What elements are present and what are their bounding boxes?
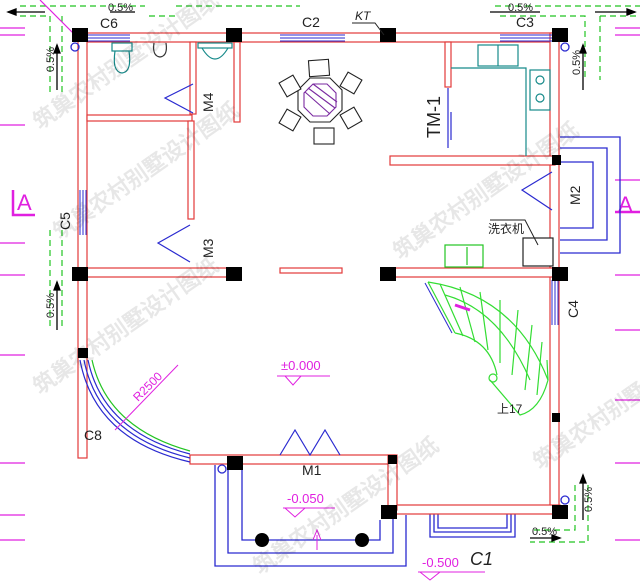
slope-label-right-upper: 0.5% (571, 50, 583, 75)
section-mark-left (11, 190, 35, 217)
door-label-m3: M3 (200, 238, 216, 258)
section-label-left: A (17, 190, 32, 215)
window-label-c1: C1 (470, 549, 493, 569)
kt-label: KT (355, 9, 372, 23)
curved-window-c8 (79, 359, 191, 463)
axis-ticks (0, 0, 640, 541)
section-label-right: A (618, 192, 633, 217)
downspouts (70, 42, 570, 505)
window-label-c4: C4 (565, 300, 581, 318)
slope-label-left-lower: 0.5% (45, 293, 57, 318)
structural-columns (72, 28, 568, 519)
washing-machine (522, 237, 554, 267)
kitchen-counter (451, 44, 551, 156)
slope-label-bottom-right: 0.5% (532, 526, 557, 538)
window-label-c3: C3 (516, 14, 534, 30)
window-label-c8: C8 (84, 427, 102, 443)
window-label-c5: C5 (57, 212, 73, 230)
side-porch (560, 136, 621, 254)
washing-machine-leader (490, 219, 539, 246)
dining-table (278, 58, 363, 145)
drainage-gutters (20, 5, 640, 543)
stairs-up-label: 上17 (497, 402, 523, 416)
kt-leader (352, 22, 385, 36)
stair-break-line (424, 282, 453, 334)
door-label-m1: M1 (302, 462, 322, 478)
stair-direction-arrow (454, 303, 471, 312)
radius-dimension-line (114, 364, 179, 431)
radius-label: R2500 (130, 369, 165, 404)
svg-text:筑巢农村别墅设计图纸: 筑巢农村别墅设计图纸 (529, 327, 640, 474)
door-label-tm1: TM-1 (424, 96, 444, 138)
slope-label-top-right: 0.5% (508, 2, 533, 14)
door-label-m2: M2 (567, 185, 583, 205)
door-swings (156, 83, 553, 457)
slope-label-top-left: 0.5% (108, 2, 133, 14)
slope-arrows (6, 8, 637, 542)
window-c1-bay (429, 506, 516, 538)
window-label-c2: C2 (302, 14, 320, 30)
window-label-c6: C6 (100, 15, 118, 31)
elevation-entry-porch: -0.050 (287, 491, 324, 506)
utility-sink (444, 244, 484, 268)
slope-label-left-upper: 0.5% (45, 47, 57, 72)
washing-machine-label: 洗衣机 (488, 221, 524, 236)
column-round-left (255, 533, 269, 547)
front-porch (214, 462, 407, 567)
column-round-right (355, 533, 369, 547)
door-label-m4: M4 (200, 92, 216, 112)
toilet-fixture (111, 42, 133, 74)
elevation-exterior: -0.500 (422, 555, 459, 570)
slope-label-right-lower: 0.5% (583, 487, 595, 512)
spiral-staircase (427, 281, 549, 416)
sink-fixture (197, 42, 233, 60)
elevation-markers (277, 375, 485, 581)
elevation-main-floor: ±0.000 (281, 358, 321, 373)
windows-strips (79, 34, 559, 325)
bidet-fixture (153, 42, 167, 58)
